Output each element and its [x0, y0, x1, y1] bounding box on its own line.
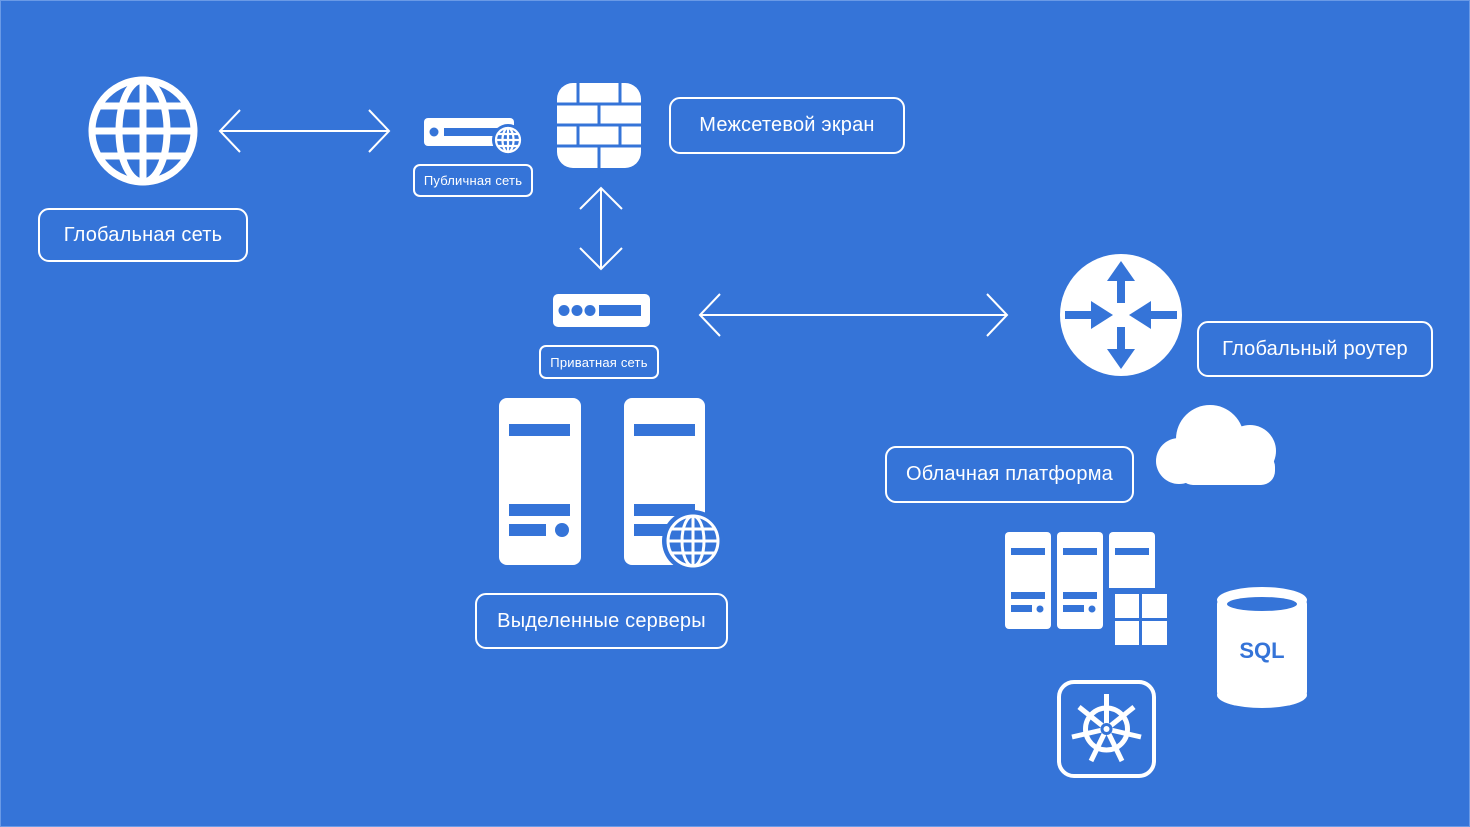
label-firewall: Межсетевой экран	[669, 97, 905, 154]
server-cluster-windows-icon	[1005, 532, 1170, 646]
connection-arrow-global-public	[218, 109, 391, 153]
router-icon	[1060, 254, 1182, 376]
label-dedicated-servers: Выделенные серверы	[475, 593, 728, 649]
network-switch-icon	[553, 294, 650, 327]
label-cloud-platform: Облачная платформа	[885, 446, 1134, 503]
server-globe-icon	[424, 118, 524, 156]
label-public-network: Публичная сеть	[413, 164, 533, 197]
label-global-router: Глобальный роутер	[1197, 321, 1433, 377]
firewall-icon	[557, 83, 641, 168]
label-private-network: Приватная сеть	[539, 345, 659, 379]
kubernetes-icon	[1057, 680, 1156, 778]
label-global-network: Глобальная сеть	[38, 208, 248, 262]
connection-arrow-private-router	[698, 293, 1009, 337]
server-tower-globe-icon	[624, 398, 724, 572]
connection-arrow-firewall-private	[579, 186, 623, 271]
server-tower-icon	[499, 398, 581, 565]
database-sql-text: SQL	[1239, 638, 1285, 663]
cloud-icon	[1156, 405, 1276, 485]
globe-icon	[88, 76, 198, 186]
database-icon	[1217, 587, 1307, 708]
